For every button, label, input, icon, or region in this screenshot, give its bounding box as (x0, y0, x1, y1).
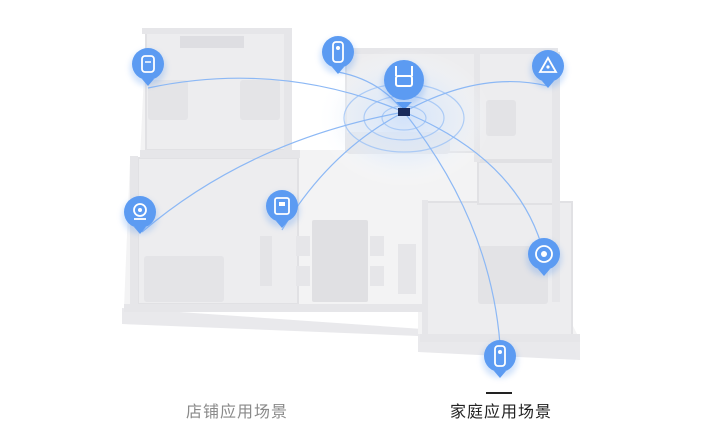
tab-home-scenario[interactable]: 家庭应用场景 (450, 402, 553, 421)
door-lock-icon[interactable] (264, 190, 300, 228)
camera-icon[interactable] (320, 36, 356, 74)
scenario-tabs: 店铺应用场景 家庭应用场景 (0, 380, 702, 434)
smart-plug-icon[interactable] (130, 48, 166, 86)
device-pins (122, 36, 566, 378)
alarm-sensor-icon[interactable] (530, 50, 566, 88)
security-camera-icon[interactable] (122, 196, 158, 234)
doorbell-camera-icon[interactable] (482, 340, 518, 378)
active-tab-indicator (486, 392, 512, 394)
wifi-coverage-glow (316, 48, 492, 188)
router-icon[interactable] (382, 60, 426, 116)
tab-store-scenario[interactable]: 店铺应用场景 (186, 402, 289, 421)
smoke-detector-icon[interactable] (526, 238, 562, 276)
